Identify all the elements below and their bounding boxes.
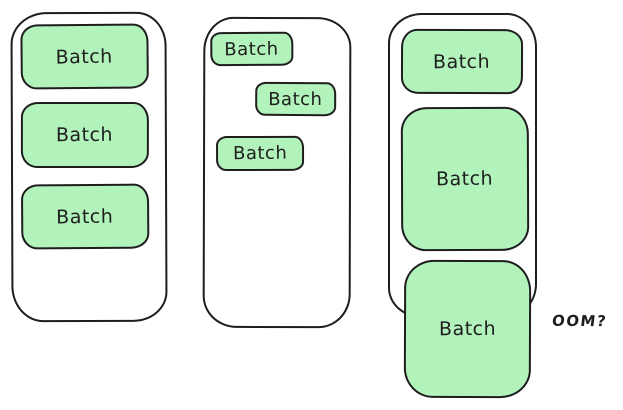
batch-label: Batch [56,205,114,229]
memory-container-1: Batch Batch Batch [10,11,168,323]
batch-box: Batch [20,101,149,169]
batch-box: Batch [400,28,524,95]
batch-label: Batch [56,123,114,147]
memory-container-3: Batch Batch Batch [388,13,537,399]
batch-label: Batch [268,88,323,110]
batch-label: Batch [433,50,491,73]
batch-box: Batch [400,106,530,252]
batch-label: Batch [436,167,494,191]
batch-label: Batch [55,44,114,69]
batch-box: Batch [255,81,337,117]
batch-label: Batch [224,38,280,60]
batch-box: Batch [20,183,150,250]
batch-box: Batch [210,31,294,67]
batch-label: Batch [232,142,288,165]
batch-label: Batch [438,317,497,341]
batch-box: Batch [20,23,149,90]
memory-container-2: Batch Batch Batch [202,16,352,329]
batch-box: Batch [216,135,305,172]
oom-annotation: OOM? [551,311,609,331]
batch-box-overflowing: Batch [403,259,532,399]
